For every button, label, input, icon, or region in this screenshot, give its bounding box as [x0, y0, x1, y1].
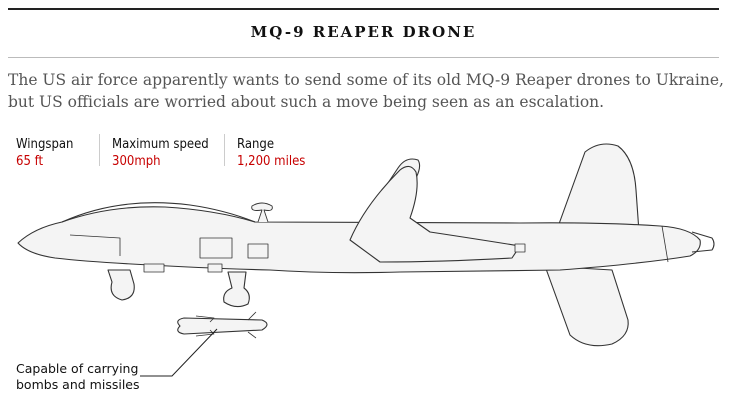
propeller — [691, 231, 715, 253]
payload-annotation: Capable of carrying bombs and missiles — [16, 361, 140, 393]
stat-label: Maximum speed — [112, 137, 209, 152]
top-rule — [8, 8, 719, 10]
annotation-line-1: Capable of carrying — [16, 361, 139, 376]
missile — [177, 317, 268, 335]
stat-label: Wingspan — [16, 137, 74, 152]
stat-value: 300mph — [112, 154, 161, 169]
page-title: MQ-9 REAPER DRONE — [250, 23, 477, 41]
stat-wingspan: Wingspan 65 ft — [16, 136, 73, 170]
stat-label: Range — [237, 137, 275, 152]
stat-value: 1,200 miles — [237, 154, 306, 169]
stat-range: Range 1,200 miles — [237, 136, 305, 170]
stat-separator — [99, 134, 100, 166]
dorsal-antenna — [251, 202, 273, 223]
stat-max-speed: Maximum speed 300mph — [112, 136, 209, 170]
subtitle: The US air force apparently wants to sen… — [8, 71, 724, 111]
title-divider — [8, 57, 719, 58]
sensor-pod — [107, 269, 135, 301]
pylon — [223, 271, 250, 308]
annotation-leader — [140, 328, 218, 377]
lower-tail-fin — [544, 265, 629, 347]
stat-value: 65 ft — [16, 154, 44, 169]
near-wing — [349, 165, 521, 263]
upper-tail-fin — [554, 143, 641, 247]
stat-separator — [224, 134, 225, 166]
annotation-line-2: bombs and missiles — [16, 377, 140, 392]
canopy — [61, 202, 256, 223]
